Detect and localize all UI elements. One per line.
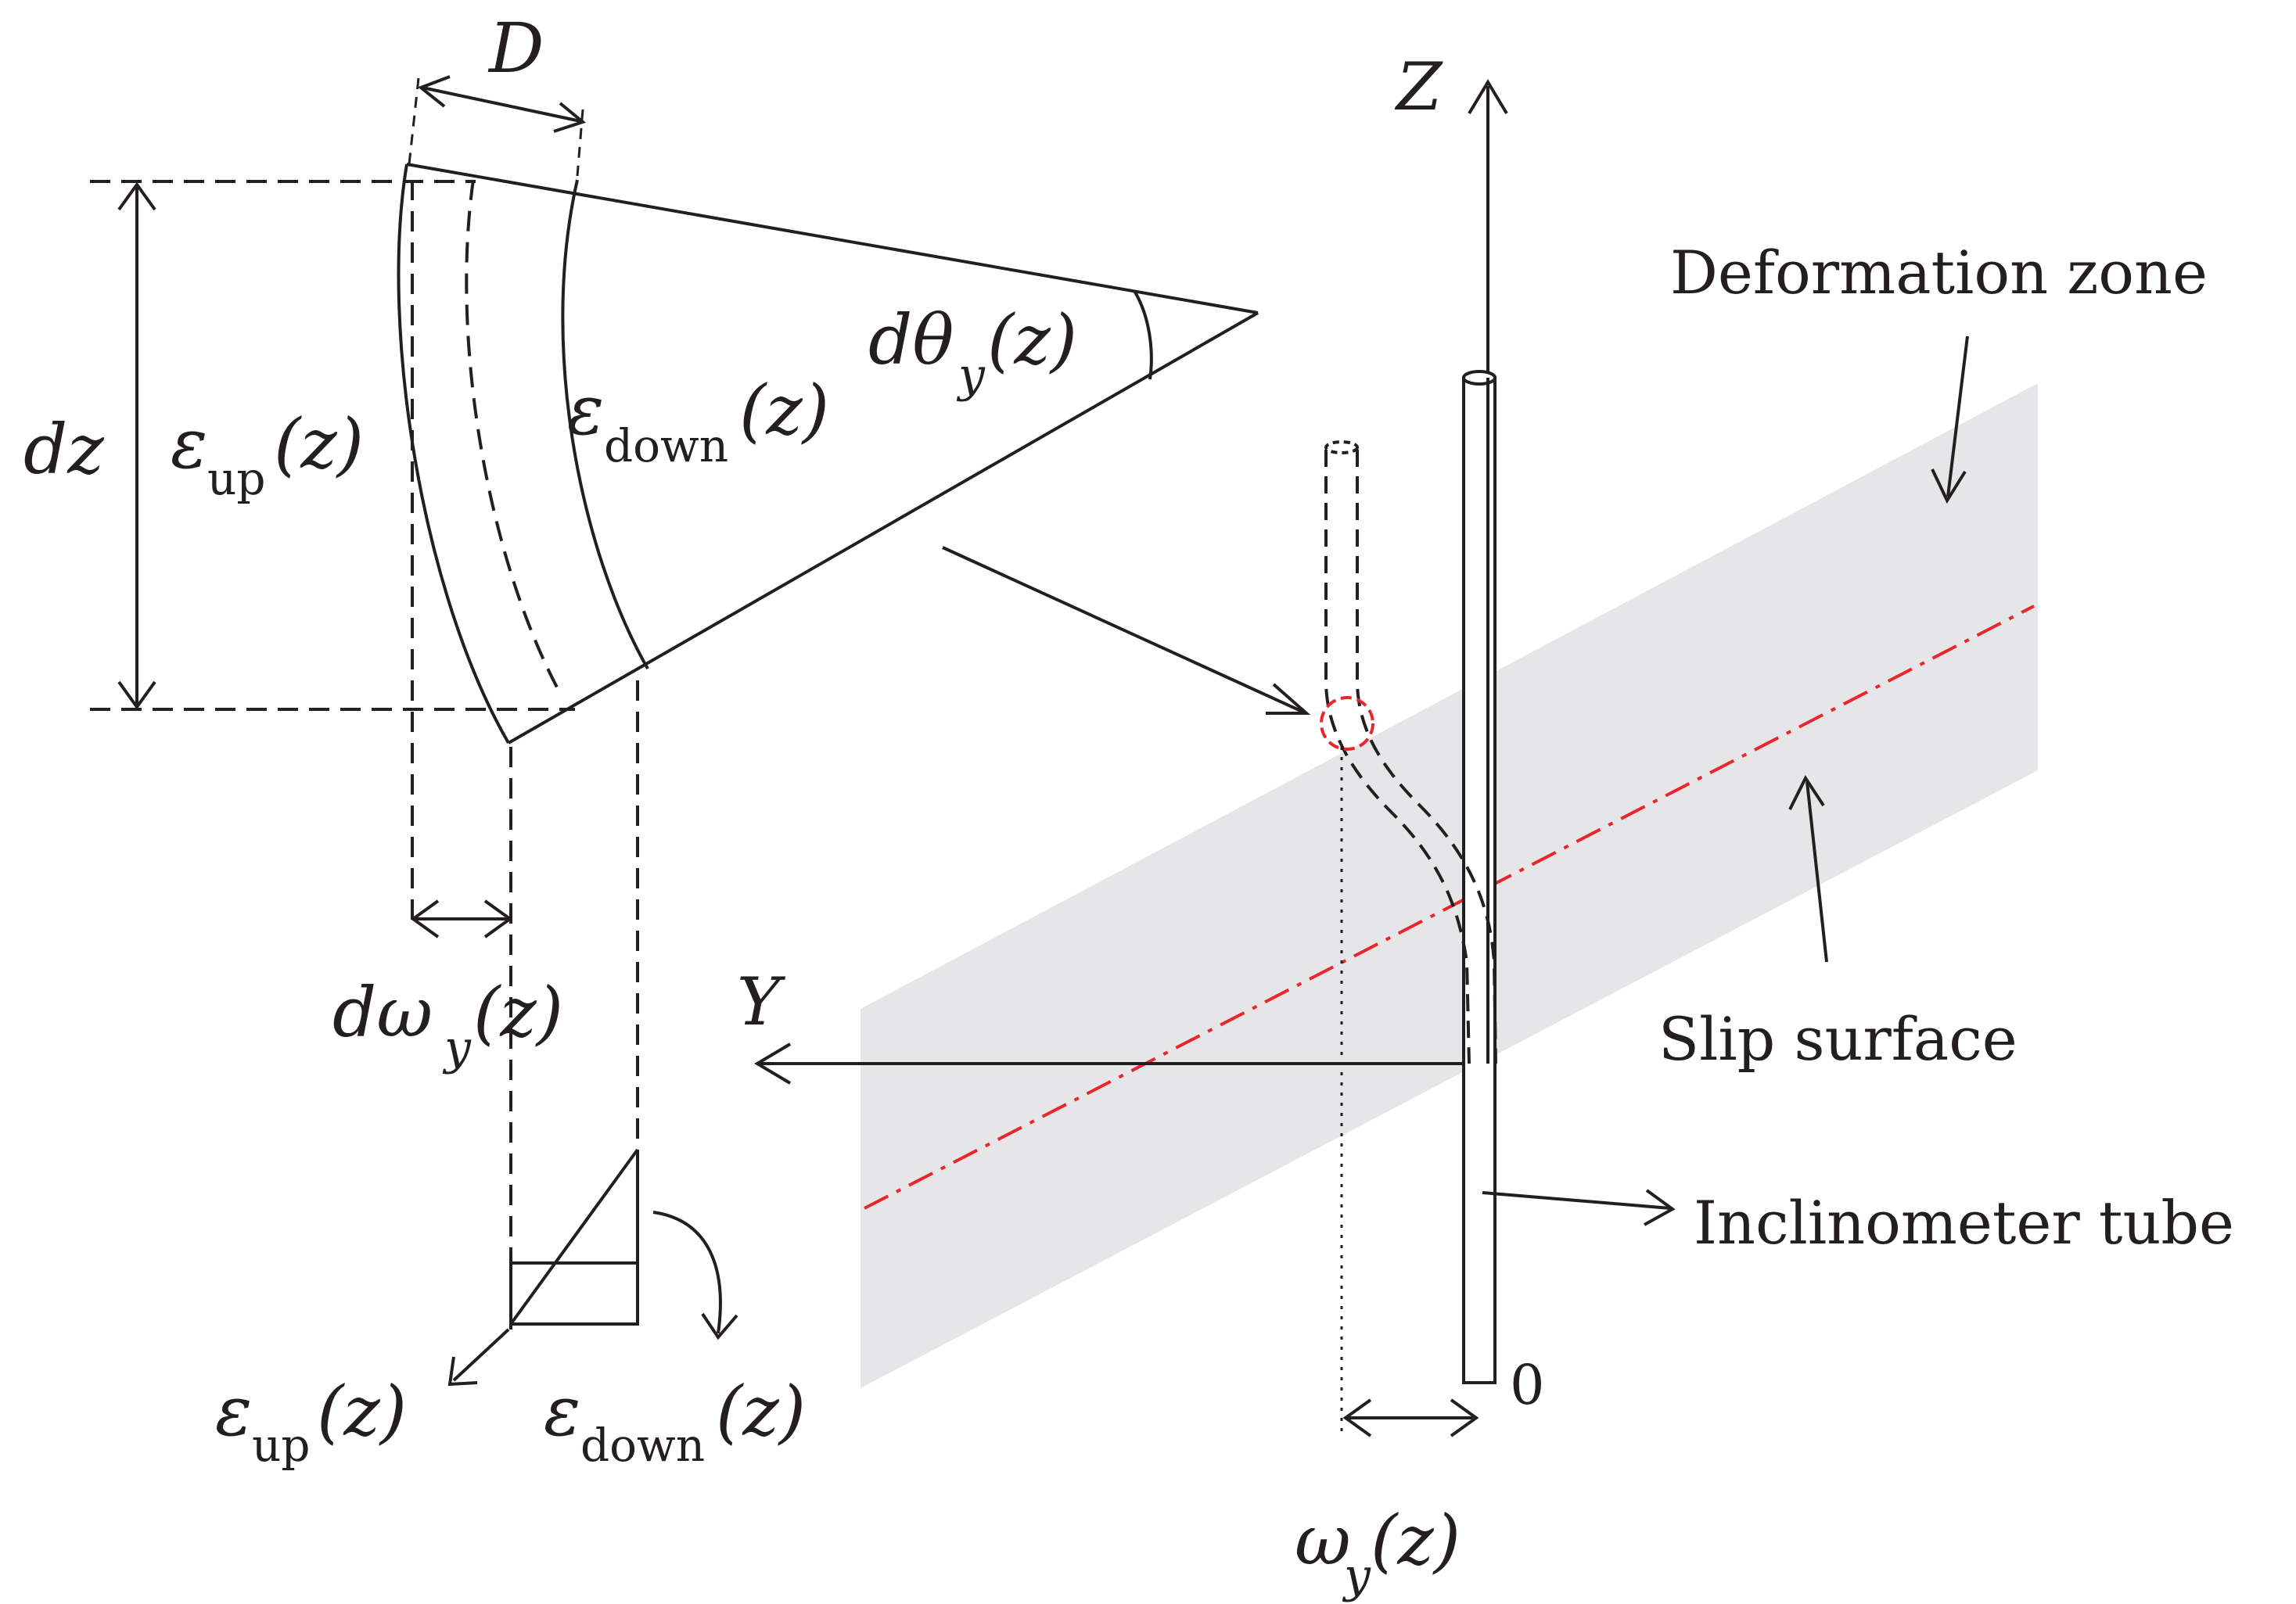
svg-text:y: y xyxy=(956,348,986,403)
z-axis-arrowhead xyxy=(1468,79,1508,115)
d-extension-left xyxy=(408,77,420,165)
svg-text:y: y xyxy=(1342,1548,1371,1603)
label-eps-down-sector: ε down (z) xyxy=(567,370,829,472)
svg-text:(z): (z) xyxy=(1371,1500,1461,1581)
deformation-zone-pointer xyxy=(1946,336,1969,497)
label-eps-down-bottom: ε down (z) xyxy=(544,1371,806,1472)
label-deformation-zone: Deformation zone xyxy=(1670,238,2208,307)
svg-text:down: down xyxy=(604,419,728,472)
inclinometer-tube-pointer xyxy=(1482,1191,1671,1210)
svg-text:(z): (z) xyxy=(274,404,364,484)
label-inclinometer-tube: Inclinometer tube xyxy=(1694,1188,2234,1258)
label-dz: dz xyxy=(23,409,104,490)
curvature-highlight-circle xyxy=(1320,696,1374,751)
zoom-pointer-arrow xyxy=(942,546,1303,713)
label-d: D xyxy=(487,8,544,88)
deformation-zone-band xyxy=(861,383,2038,1388)
y-axis-arrowhead xyxy=(754,1042,792,1085)
svg-text:down: down xyxy=(580,1419,705,1472)
label-origin: 0 xyxy=(1510,1353,1545,1417)
inclinometer-tube-deformed xyxy=(1324,440,1497,1064)
svg-text:up: up xyxy=(252,1419,310,1472)
inclinometer-tube-solid xyxy=(1462,370,1497,1384)
svg-text:ε: ε xyxy=(171,404,207,484)
svg-text:y: y xyxy=(442,1021,472,1075)
label-z-axis: Z xyxy=(1394,48,1443,125)
svg-text:(z): (z) xyxy=(987,300,1077,380)
svg-text:(z): (z) xyxy=(473,972,563,1053)
label-eps-up-bottom: ε up (z) xyxy=(215,1371,407,1472)
svg-text:(z): (z) xyxy=(739,370,829,450)
d-dimension-arrow xyxy=(422,86,581,123)
svg-text:ε: ε xyxy=(544,1371,580,1451)
svg-text:dω: dω xyxy=(332,972,433,1053)
label-dtheta-y: dθ y (z) xyxy=(868,300,1077,403)
svg-text:dθ: dθ xyxy=(868,300,954,380)
svg-text:ω: ω xyxy=(1295,1500,1351,1581)
slip-surface-pointer xyxy=(1806,781,1828,963)
svg-text:up: up xyxy=(207,452,265,505)
label-slip-surface: Slip surface xyxy=(1658,1004,2018,1074)
eps-up-arrow xyxy=(452,1328,510,1382)
label-omega-y: ω y (z) xyxy=(1295,1500,1461,1603)
slip-surface-line xyxy=(864,605,2035,1210)
label-eps-up-sector: ε up (z) xyxy=(171,404,364,505)
svg-text:(z): (z) xyxy=(317,1371,407,1451)
element-sector xyxy=(397,163,1259,745)
eps-down-curved-arrow xyxy=(652,1211,722,1334)
strain-rotation-detail xyxy=(447,1148,738,1387)
label-domega-y: dω y (z) xyxy=(332,972,563,1075)
svg-text:(z): (z) xyxy=(716,1371,806,1451)
label-y-axis: Y xyxy=(737,963,786,1040)
svg-text:ε: ε xyxy=(215,1371,252,1451)
svg-text:ε: ε xyxy=(567,370,604,450)
